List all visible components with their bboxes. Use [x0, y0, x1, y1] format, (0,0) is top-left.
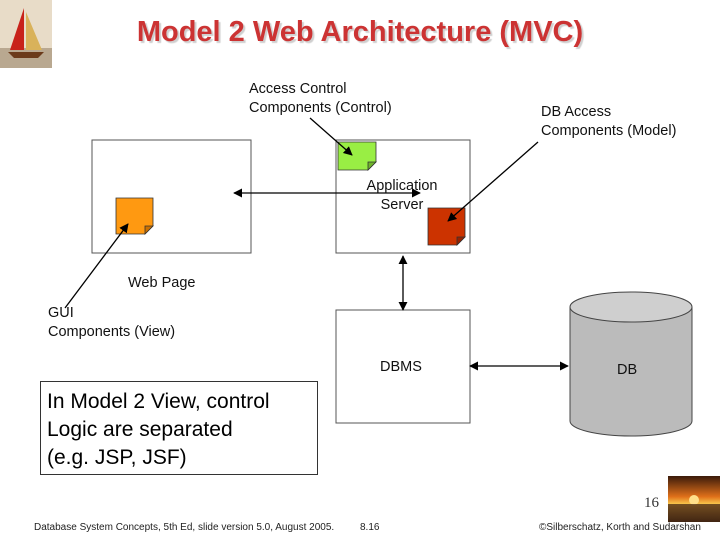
dbms-box	[335, 309, 471, 424]
db-cylinder	[569, 291, 693, 437]
model-pointer-line	[447, 141, 539, 222]
dbms-label: DBMS	[380, 359, 422, 375]
page-number: 16	[644, 495, 659, 511]
sailboat-logo-icon	[0, 0, 52, 68]
application-server-label: Application Server	[366, 178, 438, 213]
footer-center: 8.16	[360, 522, 380, 533]
slide-title: Model 2 Web Architecture (MVC)	[136, 16, 584, 48]
control-pointer-line	[309, 117, 353, 156]
callout-box: In Model 2 View, control Logic are separ…	[40, 381, 318, 475]
view-pointer-line	[64, 223, 129, 309]
footer-left: Database System Concepts, 5th Ed, slide …	[34, 522, 335, 533]
gui-components-label: GUI Components (View)	[48, 305, 176, 340]
db-label: DB	[617, 362, 638, 378]
footer-right: ©Silberschatz, Korth and Sudarshan	[539, 522, 701, 533]
sunset-image-icon	[668, 476, 720, 522]
db-access-label: DB Access Components (Model)	[541, 104, 677, 139]
access-control-label: Access Control Components (Control)	[249, 81, 392, 116]
web-page-box	[91, 139, 252, 254]
web-page-label: Web Page	[128, 275, 196, 291]
